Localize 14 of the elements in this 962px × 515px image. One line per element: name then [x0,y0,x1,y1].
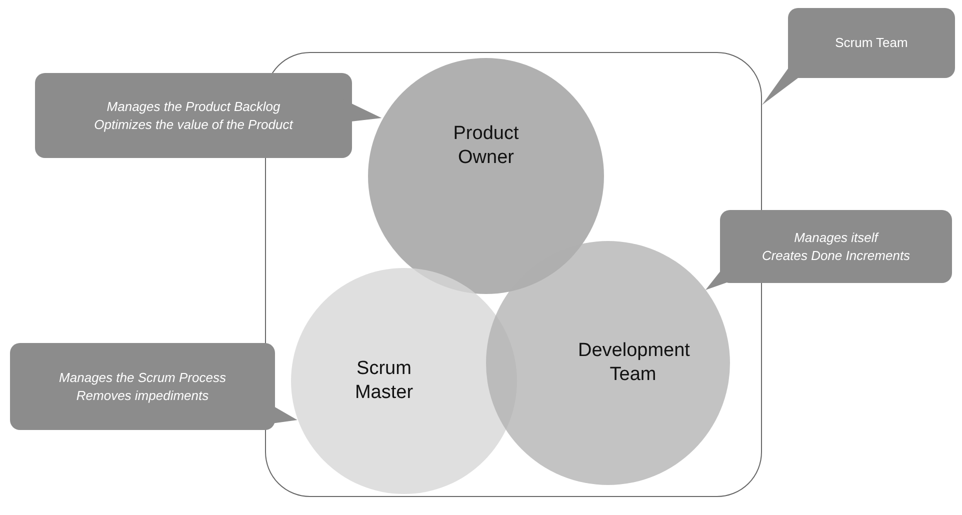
role-label: Scrum Master [354,357,414,405]
callout-text: Creates Done Increments [762,246,910,264]
callout-text: Manages the Scrum Process [59,368,226,386]
callout-bubble [10,343,275,430]
callout-bubble [35,73,352,158]
callout-text: Manages the Product Backlog [106,98,280,116]
role-label: Product Owner [452,122,520,170]
callout-text: Removes impediments [76,386,209,404]
callout-bubble [720,210,952,283]
callout-text: Manages itself [794,228,878,246]
callout-text: Scrum Team [835,34,908,52]
role-label: Development Team [578,339,688,387]
callout-text: Optimizes the value of the Product [94,116,293,134]
callout-bubble [788,8,955,78]
